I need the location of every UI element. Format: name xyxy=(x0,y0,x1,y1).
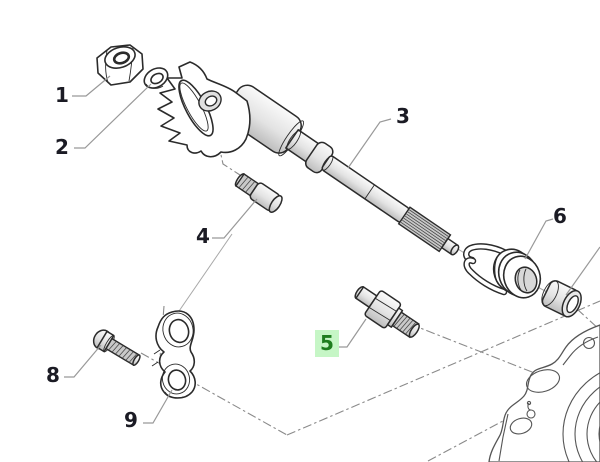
part-label-4[interactable]: 4 xyxy=(196,224,210,248)
part-label-9[interactable]: 9 xyxy=(124,408,138,432)
part-drawing-roller xyxy=(541,280,582,318)
part-drawing-star-plate xyxy=(157,61,251,158)
part-label-5[interactable]: 5 xyxy=(315,330,339,357)
crankcase-partial xyxy=(488,324,600,462)
part-drawing-stopper-bolt xyxy=(354,285,420,339)
part-label-1[interactable]: 1 xyxy=(55,83,69,107)
part-drawing-link-plate xyxy=(151,310,196,399)
part-drawing-washer xyxy=(143,67,169,89)
part-label-6[interactable]: 6 xyxy=(553,204,567,228)
part-drawing-torsion-spring xyxy=(463,243,542,299)
part-label-2[interactable]: 2 xyxy=(55,135,69,159)
part-label-8[interactable]: 8 xyxy=(46,363,60,387)
part-drawing-flange-nut xyxy=(96,44,144,86)
part-drawing-stud xyxy=(234,173,283,214)
part-drawing-screw xyxy=(92,329,141,367)
part-label-3[interactable]: 3 xyxy=(396,104,410,128)
leader-lines xyxy=(64,75,600,424)
part-drawing-gear-shift-shaft xyxy=(224,84,460,256)
